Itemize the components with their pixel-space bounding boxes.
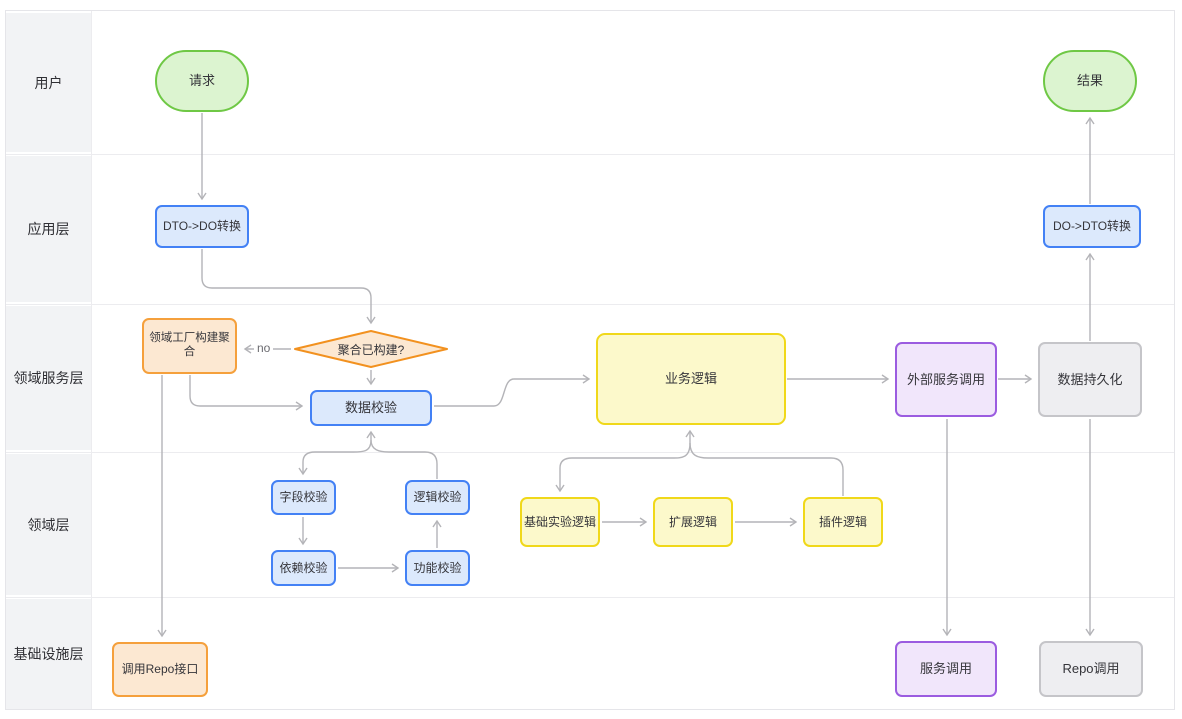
node-external-service-call[interactable]: 外部服务调用: [895, 342, 997, 417]
diamond-shape: [294, 330, 448, 368]
node-domain-factory[interactable]: 领域工厂构建聚合: [142, 318, 237, 374]
node-do-to-dto[interactable]: DO->DTO转换: [1043, 205, 1141, 248]
lane-label-infrastructure: 基础设施层: [6, 599, 91, 709]
node-field-validation[interactable]: 字段校验: [271, 480, 336, 515]
lane-label-divider: [91, 11, 92, 709]
node-data-validation[interactable]: 数据校验: [310, 390, 432, 426]
lane-separator: [6, 154, 1174, 155]
node-result[interactable]: 结果: [1043, 50, 1137, 112]
lane-label-user: 用户: [6, 13, 91, 152]
node-repo-call[interactable]: Repo调用: [1039, 641, 1143, 697]
node-function-validation[interactable]: 功能校验: [405, 550, 470, 586]
node-plugin-logic[interactable]: 插件逻辑: [803, 497, 883, 547]
node-request[interactable]: 请求: [155, 50, 249, 112]
lane-separator: [6, 597, 1174, 598]
lane-separator: [6, 304, 1174, 305]
node-call-repo-interface[interactable]: 调用Repo接口: [112, 642, 208, 697]
lane-label-domain: 领域层: [6, 454, 91, 595]
node-base-experiment-logic[interactable]: 基础实验逻辑: [520, 497, 600, 547]
lane-label-domain-service: 领域服务层: [6, 306, 91, 450]
node-aggregate-built-decision[interactable]: 聚合已构建?: [293, 329, 449, 369]
decision-label: 聚合已构建?: [337, 342, 405, 357]
edge-label-no: no: [254, 341, 274, 355]
lane-separator: [6, 452, 1174, 453]
node-business-logic[interactable]: 业务逻辑: [596, 333, 786, 425]
node-extension-logic[interactable]: 扩展逻辑: [653, 497, 733, 547]
node-service-call[interactable]: 服务调用: [895, 641, 997, 697]
node-dependency-validation[interactable]: 依赖校验: [271, 550, 336, 586]
lane-label-application: 应用层: [6, 156, 91, 302]
node-dto-to-do[interactable]: DTO->DO转换: [155, 205, 249, 248]
node-data-persistence[interactable]: 数据持久化: [1038, 342, 1142, 417]
node-logic-validation[interactable]: 逻辑校验: [405, 480, 470, 515]
